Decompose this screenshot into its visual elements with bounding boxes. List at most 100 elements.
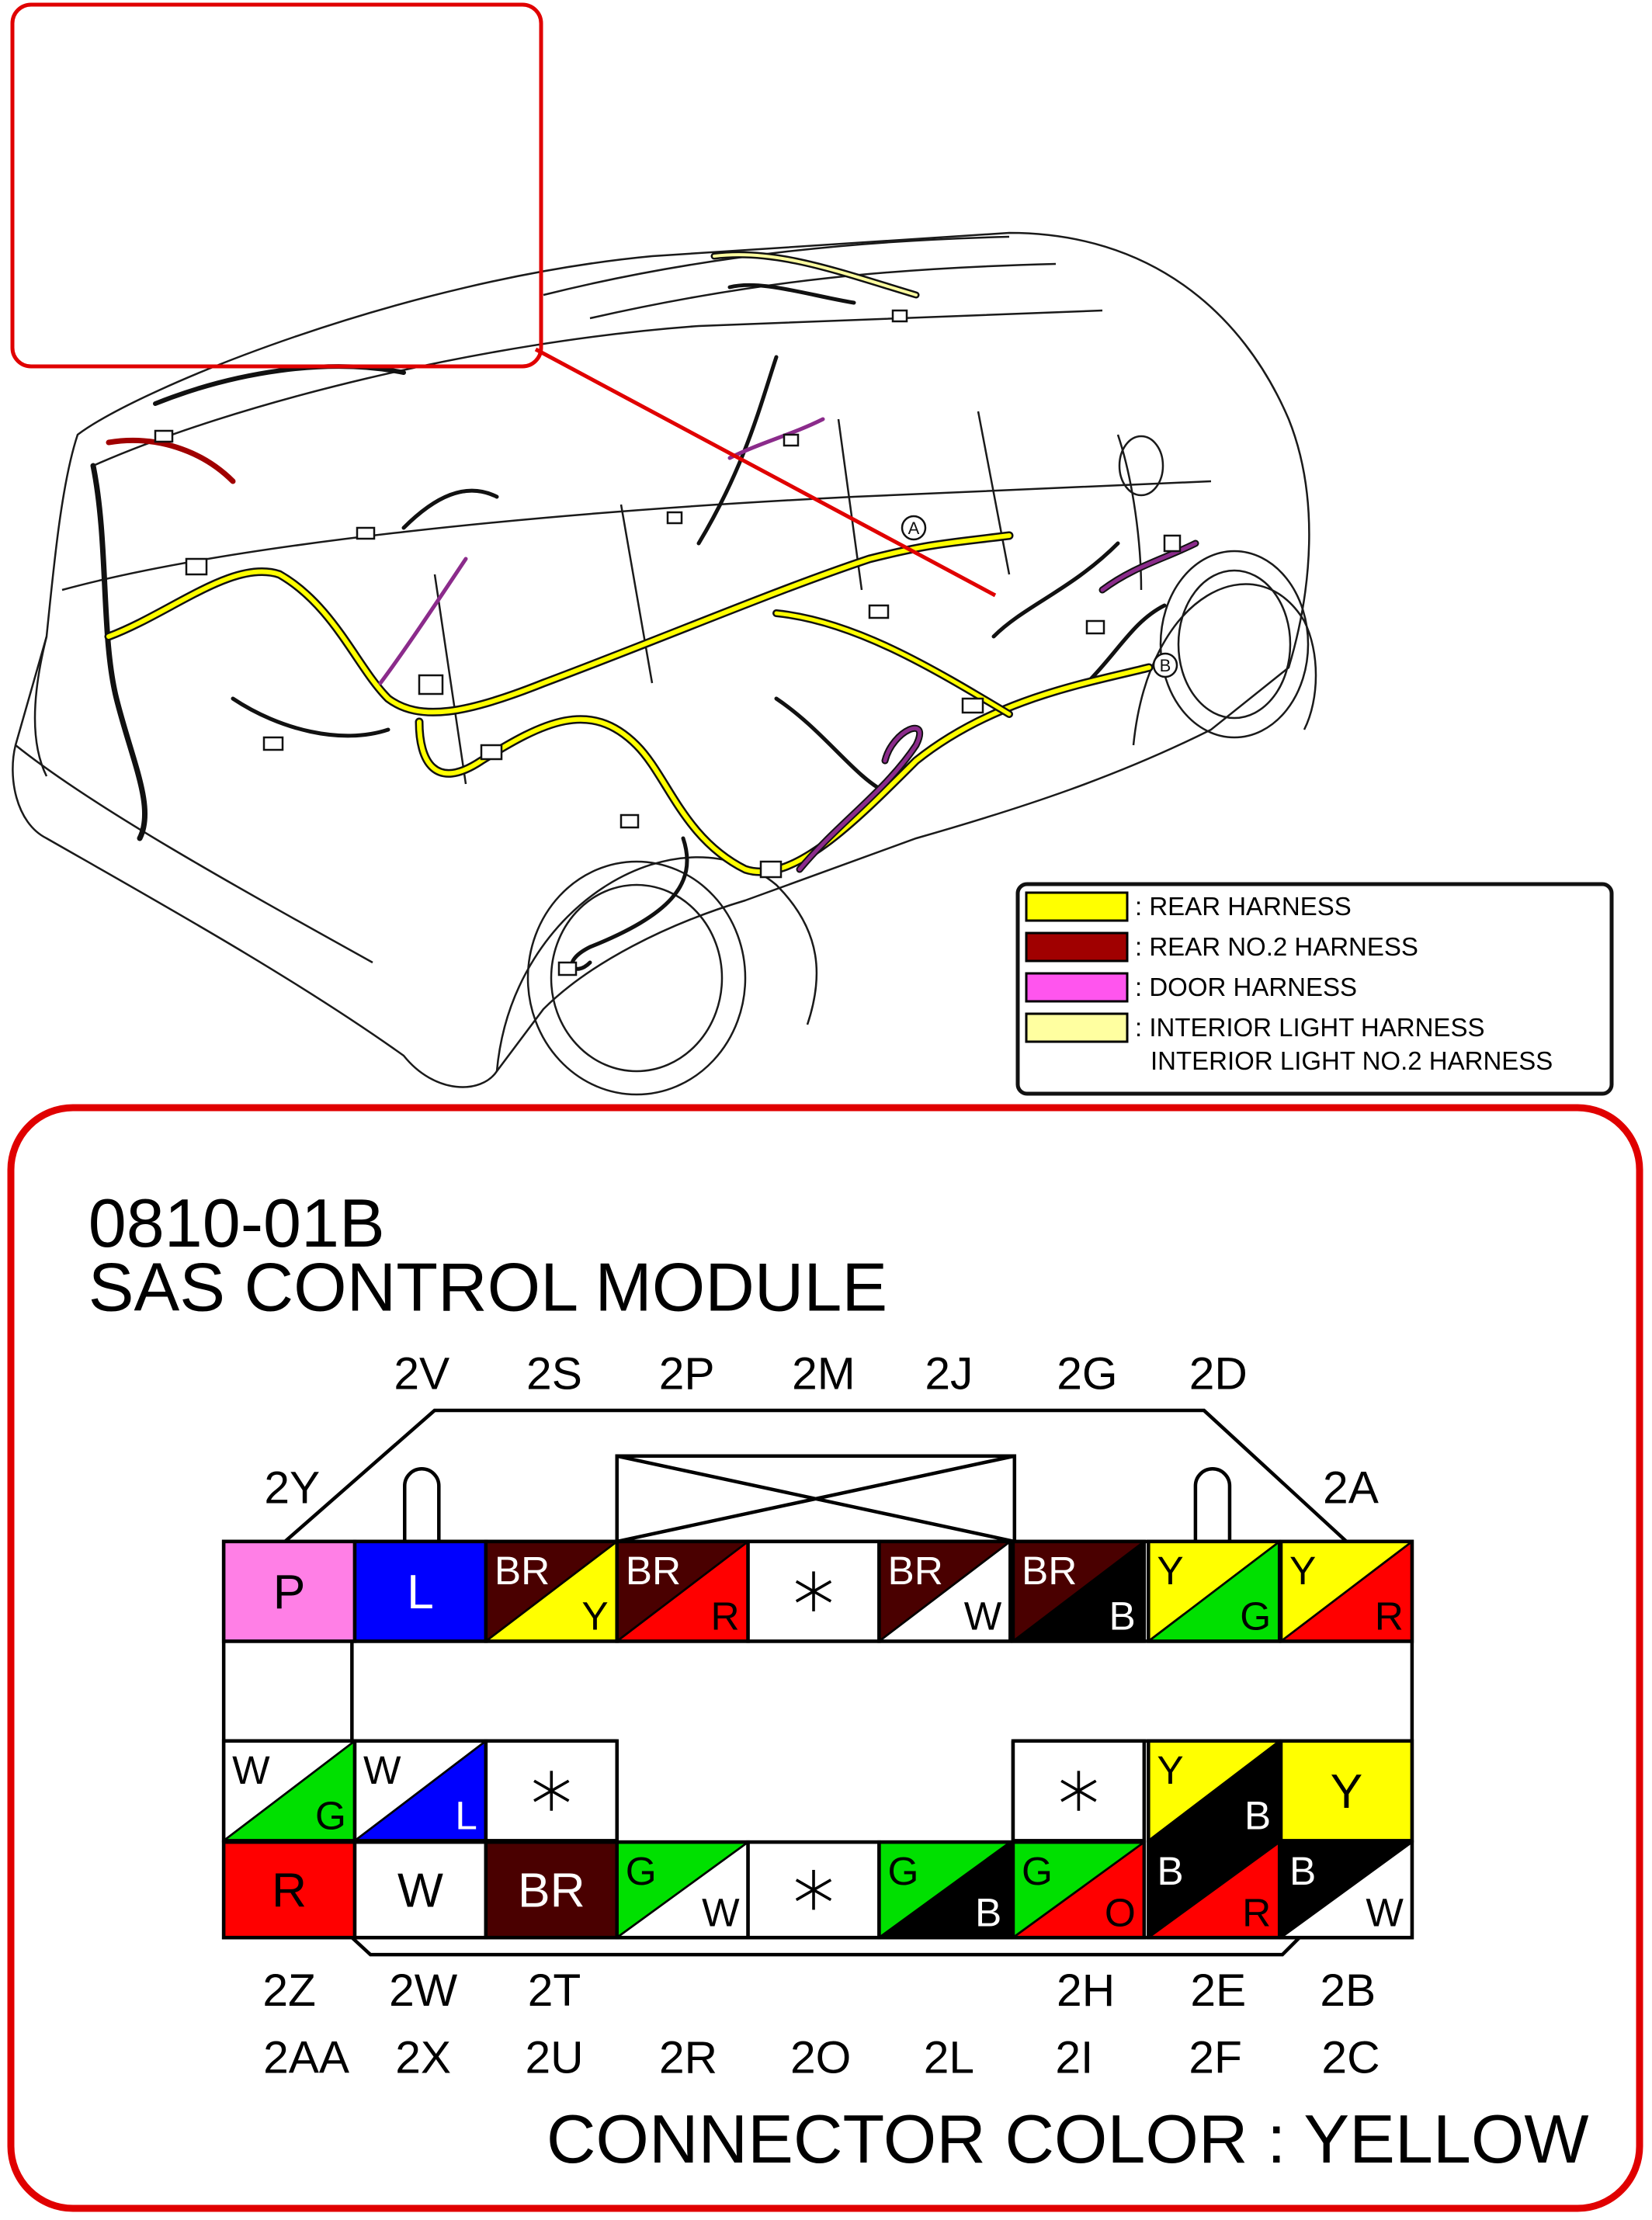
- detail-pin-bottom-6-outline: [877, 1840, 1012, 1940]
- detail-pin-bottom-6-label-b: B: [975, 1889, 1001, 1934]
- detail-latch-left: [403, 1467, 441, 1542]
- detail-pin-label-bottom2-5: 2O: [790, 2033, 851, 2083]
- detail-pin-mid-1-label-a: W: [232, 1747, 270, 1792]
- detail-pin-top-3: BRY: [484, 1539, 619, 1643]
- marker-b: B: [1152, 652, 1178, 678]
- detail-connector-lip: [350, 1936, 1301, 1957]
- detail-pin-label-top-6: 2G: [1057, 1349, 1117, 1400]
- detail-pin-bottom-4-label-b: W: [702, 1889, 740, 1934]
- detail-pin-label-bottom2-9: 2C: [1321, 2033, 1380, 2083]
- detail-pin-mid-2-label-a: W: [363, 1747, 401, 1792]
- marker-a: A: [901, 515, 927, 541]
- detail-pin-label-top-4: 2M: [792, 1349, 856, 1400]
- vehicle-illustration: [12, 231, 1317, 1096]
- inset-frame: [10, 2, 543, 369]
- detail-pin-top-6-label-b: W: [964, 1594, 1002, 1639]
- detail-module-name: SAS CONTROL MODULE: [88, 1249, 887, 1326]
- detail-keyway-cross-2: [616, 1454, 1015, 1544]
- detail-pin-top-3-label-a: BR: [495, 1548, 550, 1593]
- detail-pin-bottom-9: BW: [1279, 1840, 1414, 1940]
- harness-legend: : REAR HARNESS : REAR NO.2 HARNESS : DOOR …: [1015, 882, 1614, 1096]
- detail-pin-top-8-stripe: [1148, 1541, 1280, 1642]
- detail-pin-top-2: L: [352, 1539, 488, 1643]
- detail-pin-top-3-diagonal: [485, 1540, 618, 1642]
- detail-pin-mid-7: [1011, 1739, 1147, 1843]
- callout-line: [534, 347, 997, 598]
- detail-pin-top-2-label: L: [407, 1566, 434, 1619]
- detail-pin-mid-8-diagonal: [1147, 1740, 1281, 1842]
- legend-swatch-3: [1025, 972, 1129, 1003]
- detail-pin-bottom-9-label-a: B: [1289, 1848, 1316, 1893]
- detail-pin-top-7: BRB: [1011, 1539, 1147, 1643]
- detail-pin-top-7-outline: [1011, 1539, 1147, 1643]
- detail-pin-top-4-label-a: BR: [626, 1548, 681, 1593]
- detail-pin-top-1-label: P: [273, 1566, 306, 1619]
- detail-pin-top-9: YR: [1279, 1539, 1414, 1643]
- detail-pin-top-4: BR R: [615, 1539, 750, 1643]
- legend-swatch-4: [1025, 1012, 1129, 1043]
- detail-pin-bottom-3: BR: [484, 1840, 619, 1940]
- detail-pin-bottom-4: GW: [615, 1840, 750, 1940]
- detail-housing-hood: [283, 1408, 1348, 1543]
- legend-swatch-2: [1025, 931, 1129, 963]
- detail-pin-top-5: [746, 1539, 881, 1643]
- detail-pin-mid-2-label-b: L: [455, 1793, 477, 1838]
- detail-pin-mid-9: Y: [1279, 1739, 1414, 1843]
- detail-pin-mid-1: WG: [221, 1739, 357, 1843]
- detail-pin-label-bottom2-7: 2I: [1055, 2033, 1093, 2083]
- detail-pin-label-bottom2-1: 2AA: [263, 2033, 350, 2083]
- legend-label-2: : REAR NO.2 HARNESS: [1135, 932, 1418, 961]
- detail-pin-bottom-5-unused-mark: [795, 1878, 832, 1902]
- detail-pin-bottom-9-outline: [1279, 1840, 1414, 1940]
- detail-pin-mid-3: [484, 1739, 619, 1843]
- detail-pin-top-1: P: [221, 1539, 357, 1643]
- detail-pin-top-8-diagonal: [1147, 1540, 1281, 1642]
- detail-pin-top-5-unused-mark: [795, 1580, 832, 1603]
- detail-pin-label-bottom1-1: 2Z: [262, 1965, 316, 2016]
- detail-pin-bottom-8-label-a: B: [1157, 1848, 1183, 1893]
- detail-pin-bottom-6: GB: [877, 1840, 1012, 1940]
- detail-pin-top-4-label-b: R: [710, 1594, 739, 1639]
- detail-pin-mid-2-diagonal: [354, 1740, 487, 1842]
- detail-pin-top-6-outline: [877, 1539, 1012, 1643]
- detail-pin-bottom-1-fill: [221, 1840, 357, 1940]
- detail-pin-bottom-2-label: W: [397, 1864, 443, 1918]
- harness-connectors: [154, 309, 1182, 976]
- detail-pin-top-6-diagonal: [878, 1540, 1012, 1642]
- detail-pin-label-right: 2A: [1323, 1462, 1380, 1513]
- detail-pin-bottom-8-label-b: R: [1242, 1889, 1271, 1934]
- detail-pin-top-6-label-a: BR: [887, 1548, 942, 1593]
- detail-pin-bottom-6-diagonal: [878, 1841, 1012, 1939]
- detail-pin-mid-9-label: Y: [1331, 1765, 1363, 1819]
- marker-b-label: B: [1160, 656, 1171, 675]
- detail-pin-bottom-1: R: [221, 1840, 357, 1940]
- detail-pin-label-bottom1-2: 2W: [389, 1965, 458, 2016]
- legend-label-4: : INTERIOR LIGHT HARNESS: [1135, 1013, 1484, 1042]
- detail-pin-mid-1-label-b: G: [315, 1793, 346, 1838]
- detail-pin-label-bottom1-5: 2E: [1190, 1965, 1246, 2016]
- detail-pin-label-top-3: 2P: [659, 1349, 715, 1400]
- detail-pin-bottom-2: W: [352, 1840, 488, 1940]
- detail-pin-label-bottom1-6: 2B: [1320, 1965, 1376, 2016]
- detail-pin-top-9-label-b: R: [1375, 1594, 1404, 1639]
- detail-pin-label-bottom2-2: 2X: [395, 2033, 451, 2083]
- legend-label-1: : REAR HARNESS: [1135, 892, 1352, 921]
- detail-latch-right: [1193, 1467, 1232, 1542]
- detail-pin-bottom-7: GO: [1011, 1840, 1147, 1940]
- detail-pin-top-7-stripe: [1012, 1541, 1144, 1642]
- legend-label-3: : DOOR HARNESS: [1135, 973, 1357, 1001]
- detail-pin-mid-7-unused-mark: [1060, 1779, 1097, 1802]
- detail-pin-bottom-4-diagonal: [616, 1841, 749, 1939]
- detail-pin-label-left: 2Y: [264, 1462, 320, 1513]
- detail-pin-label-bottom2-3: 2U: [525, 2033, 583, 2083]
- detail-pin-bottom-9-diagonal: [1280, 1841, 1413, 1939]
- detail-pin-label-top-5: 2J: [925, 1349, 973, 1400]
- detail-pin-mid-9-fill: [1279, 1739, 1414, 1843]
- legend-swatch-1: [1025, 891, 1129, 922]
- detail-pin-label-top-1: 2V: [394, 1349, 449, 1400]
- detail-pin-top-7-label-b: B: [1109, 1594, 1136, 1639]
- detail-pin-bottom-4-label-a: G: [626, 1848, 657, 1893]
- detail-pin-top-7-diagonal: [1012, 1540, 1145, 1642]
